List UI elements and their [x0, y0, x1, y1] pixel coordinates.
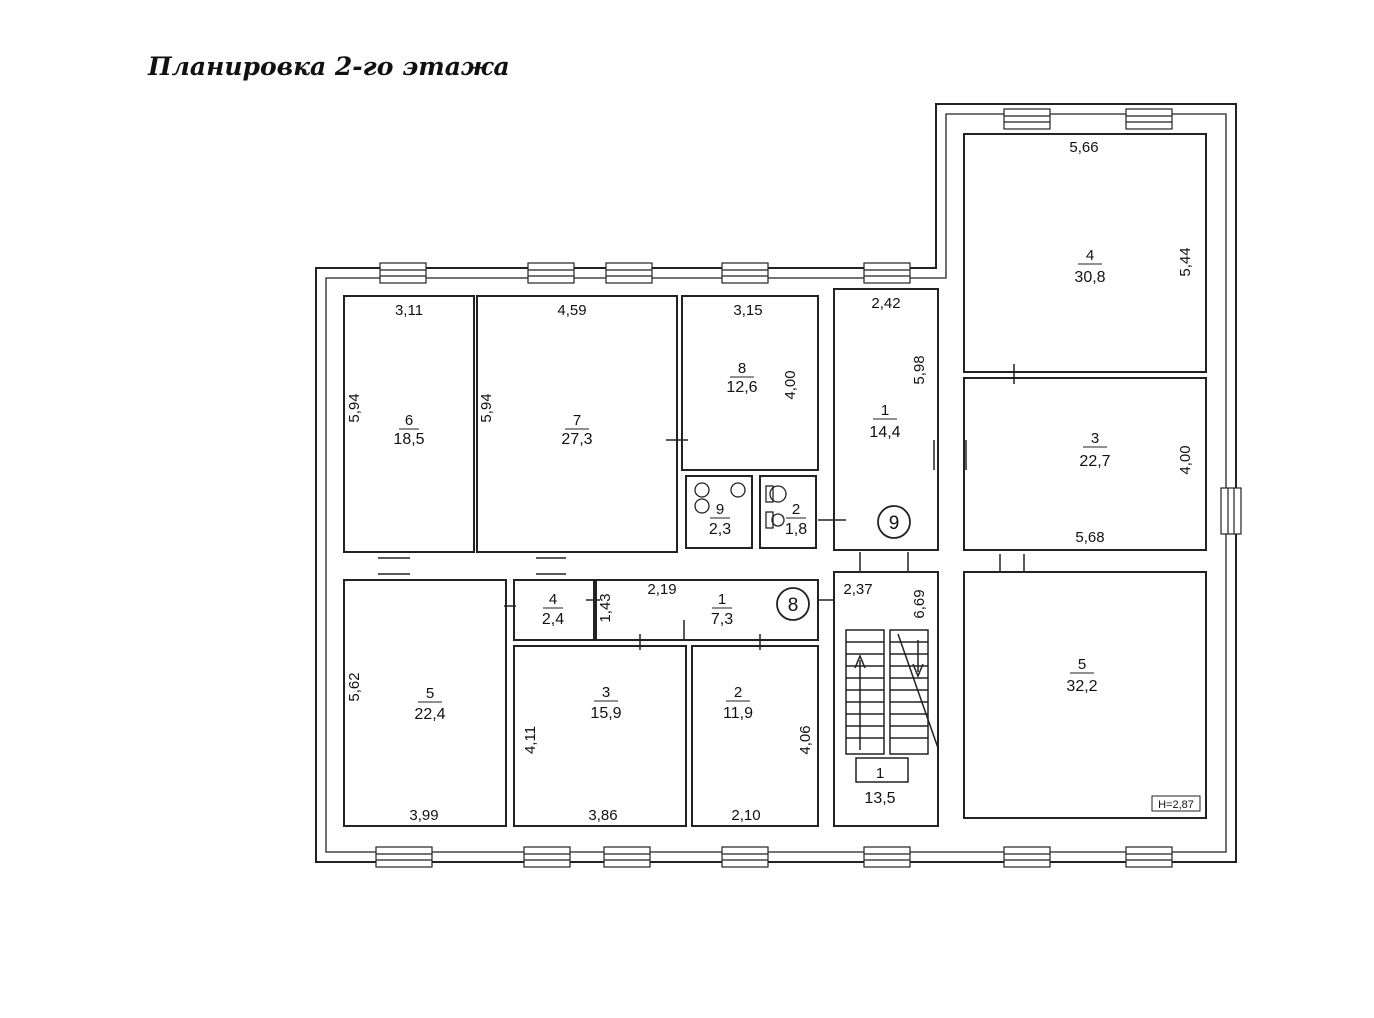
room-3-south-number: 3 — [602, 684, 610, 701]
room-1-north-area: 14,4 — [869, 424, 900, 441]
room-2-south-length: 4,06 — [797, 725, 814, 754]
room-8-width: 3,15 — [733, 302, 762, 319]
room-5-right-area: 32,2 — [1066, 678, 1097, 695]
room-4-north-area: 30,8 — [1074, 269, 1105, 286]
room-2-south-width: 2,10 — [731, 807, 760, 824]
room-2-south-number: 2 — [734, 684, 742, 701]
room-5-left-length: 5,62 — [346, 672, 363, 701]
room-3-north-width: 5,68 — [1075, 529, 1104, 546]
room-6-width: 3,11 — [395, 302, 423, 319]
rooms — [343, 133, 1207, 827]
room-8-area: 12,6 — [726, 379, 757, 396]
section-marker-8-label: 8 — [788, 595, 799, 616]
room-3-north-length: 4,00 — [1177, 445, 1194, 474]
room-4-north-number: 4 — [1086, 247, 1094, 264]
room-7-number: 7 — [573, 412, 581, 429]
room-6-length: 5,94 — [346, 393, 363, 422]
room-labels: 6 18,5 7 27,3 8 12,6 9 2,3 2 1,8 1 14,4 … — [393, 247, 1110, 807]
room-1-stair-width: 2,37 — [843, 581, 872, 598]
outer-walls — [315, 103, 1237, 863]
room-3-north-area: 22,7 — [1079, 453, 1110, 470]
height-box: H=2,87 — [1151, 795, 1201, 812]
room-1-corridor-length: 1,43 — [597, 593, 614, 622]
room-8-number: 8 — [738, 360, 746, 377]
room-6-area: 18,5 — [393, 431, 424, 448]
room-4-north-width: 5,66 — [1069, 139, 1098, 156]
room-5-left-number: 5 — [426, 685, 434, 702]
section-marker-9 — [877, 505, 911, 539]
room-2-wc-number: 2 — [792, 501, 800, 518]
room-4-north-length: 5,44 — [1177, 247, 1194, 276]
room-9-number: 9 — [716, 501, 724, 518]
room-1-stair-length: 6,69 — [911, 589, 928, 618]
room-7-width: 4,59 — [557, 302, 586, 319]
room-1-stair-number: 1 — [876, 765, 884, 782]
room-2-wc-area: 1,8 — [785, 521, 807, 538]
room-1-north-number: 1 — [881, 402, 889, 419]
doors — [378, 364, 1025, 650]
room-2-south-area: 11,9 — [723, 705, 753, 722]
page-title: Планировка 2-го этажа — [148, 52, 510, 81]
room-1-north-length: 5,98 — [911, 355, 928, 384]
section-marker-9-label: 9 — [889, 513, 900, 534]
room-1-corridor-width: 2,19 — [647, 581, 676, 598]
room-8-length: 4,00 — [782, 370, 799, 399]
section-marker-8 — [776, 587, 810, 621]
room-5-left-area: 22,4 — [414, 706, 445, 723]
windows — [375, 108, 1242, 868]
sanitary-fixtures — [694, 482, 787, 529]
room-5-right-number: 5 — [1078, 656, 1086, 673]
dimension-labels: 3,11 5,94 4,59 5,94 3,15 4,00 2,42 5,98 … — [346, 139, 1194, 824]
room-3-south-area: 15,9 — [590, 705, 621, 722]
room-1-north-width: 2,42 — [871, 295, 900, 312]
room-3-south-width: 3,86 — [588, 807, 617, 824]
room-1-stair-area: 13,5 — [864, 790, 895, 807]
room-9-area: 2,3 — [709, 521, 731, 538]
room-3-south-length: 4,11 — [522, 726, 539, 754]
room-3-north-number: 3 — [1091, 430, 1099, 447]
room-4-south-number: 4 — [549, 591, 557, 608]
room-4-south-area: 2,4 — [542, 611, 564, 628]
room-1-corridor-number: 1 — [718, 591, 726, 608]
stair — [845, 629, 939, 783]
room-6-number: 6 — [405, 412, 413, 429]
room-5-left-width: 3,99 — [409, 807, 438, 824]
height-label: H=2,87 — [1158, 799, 1194, 811]
room-7-length: 5,94 — [478, 393, 495, 422]
room-7-area: 27,3 — [561, 431, 592, 448]
section-markers: 8 9 — [776, 505, 911, 621]
room-1-corridor-area: 7,3 — [711, 611, 733, 628]
